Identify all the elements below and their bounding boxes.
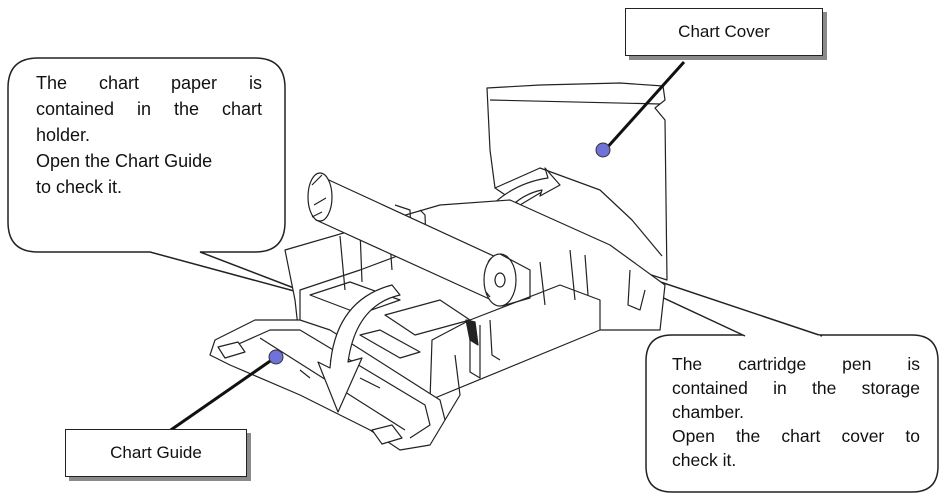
- chart-guide-leader-line: [164, 355, 277, 436]
- callout-line: Open the Chart Guide: [36, 151, 213, 171]
- chart-cover-marker: [595, 142, 611, 158]
- chart-paper-callout-text: The chart paper is contained in the char…: [36, 70, 262, 200]
- callout-line: contained in the storage: [672, 378, 920, 398]
- callout-line: chamber.: [672, 402, 744, 422]
- chart-guide-marker: [268, 349, 284, 365]
- chart-cover-leader-line: [603, 60, 686, 152]
- cartridge-pen-callout-text: The cartridge pen is contained in the st…: [672, 352, 920, 472]
- recorder-mechanism-drawing: [209, 82, 668, 451]
- chart-cover-label: Chart Cover: [625, 8, 823, 56]
- callout-line: The cartridge pen is: [672, 354, 920, 374]
- callout-line: Open the chart cover to: [672, 426, 920, 446]
- chart-paper-callout-bubble: [7, 57, 321, 299]
- chart-guide-label: Chart Guide: [65, 429, 247, 477]
- callout-line: holder.: [36, 125, 91, 145]
- callout-line: The chart paper is: [36, 73, 262, 93]
- callout-line: contained in the chart: [36, 99, 262, 119]
- callout-line: check it.: [672, 450, 737, 470]
- callout-line: to check it.: [36, 177, 123, 197]
- cartridge-pen-callout-bubble: [645, 334, 939, 493]
